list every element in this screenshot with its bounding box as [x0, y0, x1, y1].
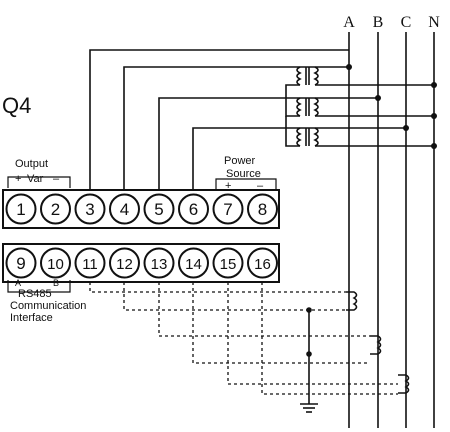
- rs485-line2: Interface: [10, 312, 53, 324]
- terminals-bottom: 9 10 11 12 13 14 15 16: [5, 247, 278, 279]
- output-bracket: [7, 176, 71, 188]
- terminal-14-label: 14: [185, 256, 202, 273]
- voltage-transformers: [285, 66, 434, 147]
- terminal-14-circle: [178, 247, 209, 279]
- current-input-wires: [89, 282, 398, 395]
- terminal-9-circle: [5, 247, 37, 279]
- terminal-8-circle: [247, 193, 278, 225]
- terminals-top: 1 2 3 4 5 6 7 8: [5, 193, 278, 225]
- terminal-9-label: 9: [16, 254, 25, 273]
- output-title: Output: [15, 158, 48, 170]
- terminal-6-label: 6: [189, 200, 198, 219]
- terminal-10-label: 10: [47, 256, 64, 273]
- ground-symbol: [300, 307, 318, 413]
- terminal-12-label: 12: [116, 256, 133, 273]
- rs485-bracket: [7, 280, 71, 293]
- terminal-8-label: 8: [258, 200, 267, 219]
- phase-label-b: B: [373, 14, 384, 31]
- phase-bus-lines: [348, 32, 435, 428]
- rs485-title: RS485: [18, 288, 52, 300]
- terminal-5-circle: [143, 193, 175, 225]
- phase-label-a: A: [343, 14, 355, 31]
- rs485-b-label: B: [53, 278, 59, 288]
- terminal-16-circle: [247, 247, 278, 279]
- rs485-line1: Communication: [10, 300, 86, 312]
- power-title-line2: Source: [226, 168, 261, 180]
- terminal-4-circle: [109, 193, 140, 225]
- terminal-10-circle: [40, 247, 71, 279]
- terminal-15-label: 15: [220, 256, 237, 273]
- terminal-2-label: 2: [51, 200, 60, 219]
- terminal-13-circle: [143, 247, 175, 279]
- power-minus: –: [257, 180, 264, 192]
- terminal-1-label: 1: [16, 200, 25, 219]
- terminal-16-label: 16: [254, 256, 271, 273]
- terminal-7-label: 7: [223, 200, 232, 219]
- terminal-4-label: 4: [120, 200, 129, 219]
- terminal-12-circle: [109, 247, 140, 279]
- output-var: Var: [27, 173, 44, 185]
- output-plus: +: [15, 173, 21, 185]
- terminal-5-label: 5: [154, 200, 163, 219]
- terminal-11-label: 11: [82, 256, 98, 273]
- power-plus: +: [225, 180, 231, 192]
- terminal-1-circle: [5, 193, 37, 225]
- junction-dots: [346, 64, 437, 149]
- terminal-11-circle: [74, 247, 106, 279]
- terminal-6-circle: [178, 193, 209, 225]
- voltage-input-wires: [89, 49, 406, 192]
- terminal-13-label: 13: [151, 256, 168, 273]
- current-transformers: [346, 291, 410, 394]
- terminal-15-circle: [212, 247, 244, 279]
- rs485-a-label: A: [15, 278, 21, 288]
- power-title-line1: Power: [224, 155, 256, 167]
- terminal-3-circle: [74, 193, 106, 225]
- power-bracket: [215, 178, 277, 192]
- terminal-3-label: 3: [85, 200, 94, 219]
- output-minus: –: [53, 173, 60, 185]
- terminal-7-circle: [212, 193, 244, 225]
- model-label: Q4: [2, 93, 31, 118]
- terminal-2-circle: [40, 193, 71, 225]
- phase-label-c: C: [401, 14, 412, 31]
- phase-label-n: N: [428, 14, 440, 31]
